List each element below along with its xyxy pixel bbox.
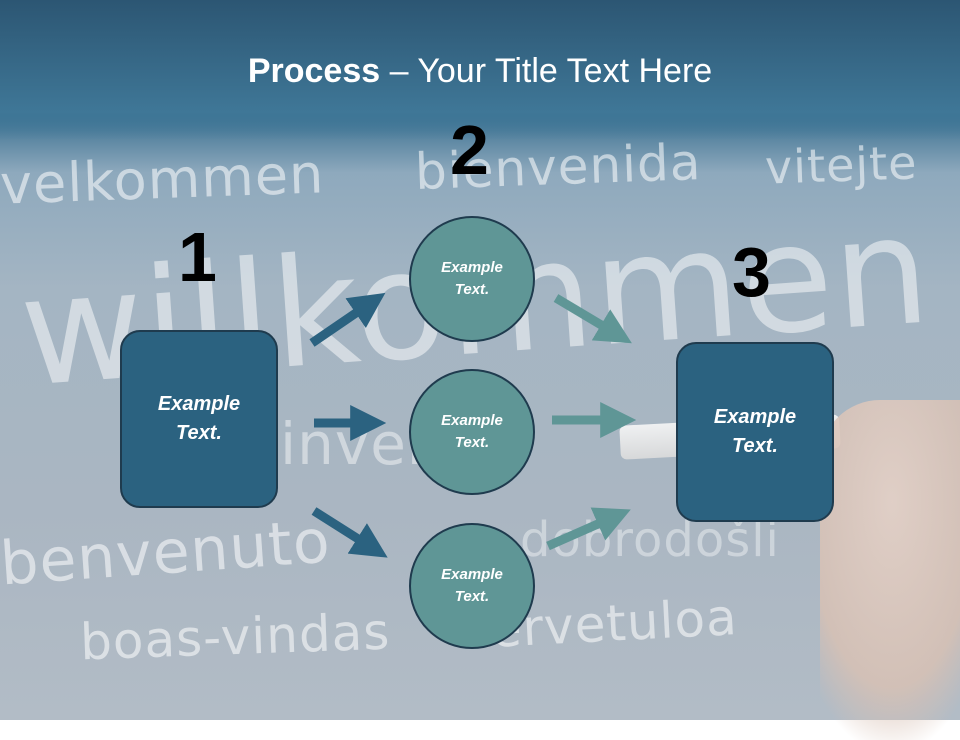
process-circle-middle: Example Text. — [409, 369, 535, 495]
arrow-top-to-right — [553, 294, 632, 344]
process-circle-top: Example Text. — [409, 216, 535, 342]
process-circle-bottom: Example Text. — [409, 523, 535, 649]
step-number-2: 2 — [450, 111, 489, 189]
title-band — [0, 0, 960, 140]
arrow-left-to-top — [309, 292, 386, 347]
connector-arrows — [309, 292, 637, 558]
title-rest: – Your Title Text Here — [380, 52, 713, 90]
process-box-right: Example Text. — [676, 342, 834, 522]
hand-image — [820, 400, 960, 740]
step-number-3: 3 — [732, 233, 771, 311]
arrow-bottom-to-right — [546, 507, 631, 551]
slide-title: Process – Your Title Text Here — [0, 52, 960, 91]
arrow-left-to-bottom — [311, 507, 388, 558]
title-bold: Process — [247, 52, 381, 90]
process-box-left: Example Text. — [120, 330, 278, 508]
step-number-1: 1 — [178, 218, 217, 296]
